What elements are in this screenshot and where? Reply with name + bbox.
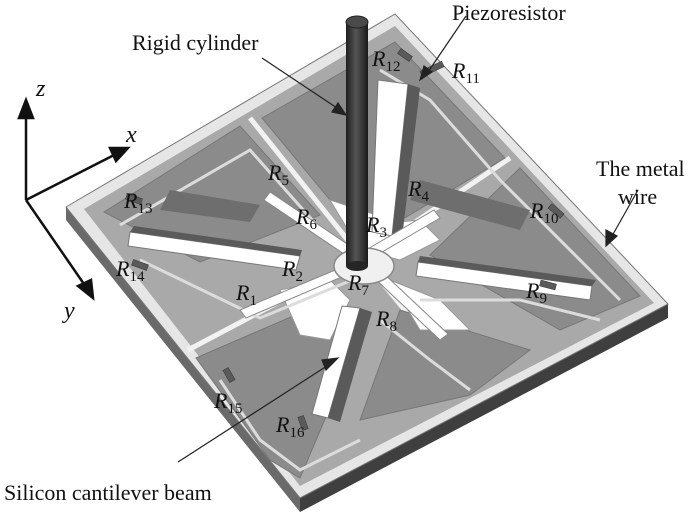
y-axis-line xyxy=(24,199,88,288)
cantilever-beams xyxy=(127,79,593,419)
plate-side-right xyxy=(300,304,668,512)
resistor-label-r16: R16 xyxy=(275,412,305,441)
pointer-piezoresistor xyxy=(427,15,467,73)
beam-shadows xyxy=(130,84,596,422)
z-axis-arrow xyxy=(17,96,35,120)
axis-label-z: z xyxy=(35,76,46,102)
pointer-rigid-cylinder xyxy=(261,57,341,111)
x-axis-arrow xyxy=(108,146,131,164)
rigid-cylinder xyxy=(345,15,369,271)
label-metal-wire-line2: wire xyxy=(618,184,657,209)
resistor-label-r13: R13 xyxy=(123,188,152,217)
resistor-label-r11: R11 xyxy=(451,58,480,87)
label-rigid-cylinder: Rigid cylinder xyxy=(132,30,259,55)
resistor-label-r14: R14 xyxy=(115,256,145,285)
pointer-metal-wire xyxy=(611,189,639,237)
axes xyxy=(17,96,131,301)
resistor-label-r6: R6 xyxy=(295,204,317,233)
cylinder-body xyxy=(346,22,368,266)
resistor-label-r2: R2 xyxy=(281,256,303,285)
x-axis-line xyxy=(25,151,119,202)
resistor-label-r5: R5 xyxy=(267,160,289,189)
label-metal-wire-line1: The metal xyxy=(596,156,685,181)
pointer-lines xyxy=(177,15,639,463)
label-piezoresistor: Piezoresistor xyxy=(452,0,566,25)
center-tethers xyxy=(239,191,449,341)
resistor-label-r8: R8 xyxy=(375,306,397,335)
resistor-label-r9: R9 xyxy=(525,278,547,307)
cylinder-base xyxy=(346,261,368,271)
resistor-label-r3: R3 xyxy=(365,212,387,241)
plate-side-left xyxy=(66,207,300,512)
resistor-label-r1: R1 xyxy=(235,280,257,309)
resistor-label-r10: R10 xyxy=(529,198,558,227)
label-cantilever-beam: Silicon cantilever beam xyxy=(4,480,212,505)
y-axis-arrow xyxy=(75,278,95,301)
axis-label-y: y xyxy=(62,298,75,324)
cylinder-top xyxy=(345,15,369,29)
axis-label-x: x xyxy=(125,122,137,148)
pointer-cantilever xyxy=(177,363,331,463)
resistor-label-r15: R15 xyxy=(213,388,242,417)
resistor-label-r4: R4 xyxy=(407,176,429,205)
resistor-label-r7: R7 xyxy=(347,270,369,299)
resistor-label-r12: R12 xyxy=(371,46,400,75)
